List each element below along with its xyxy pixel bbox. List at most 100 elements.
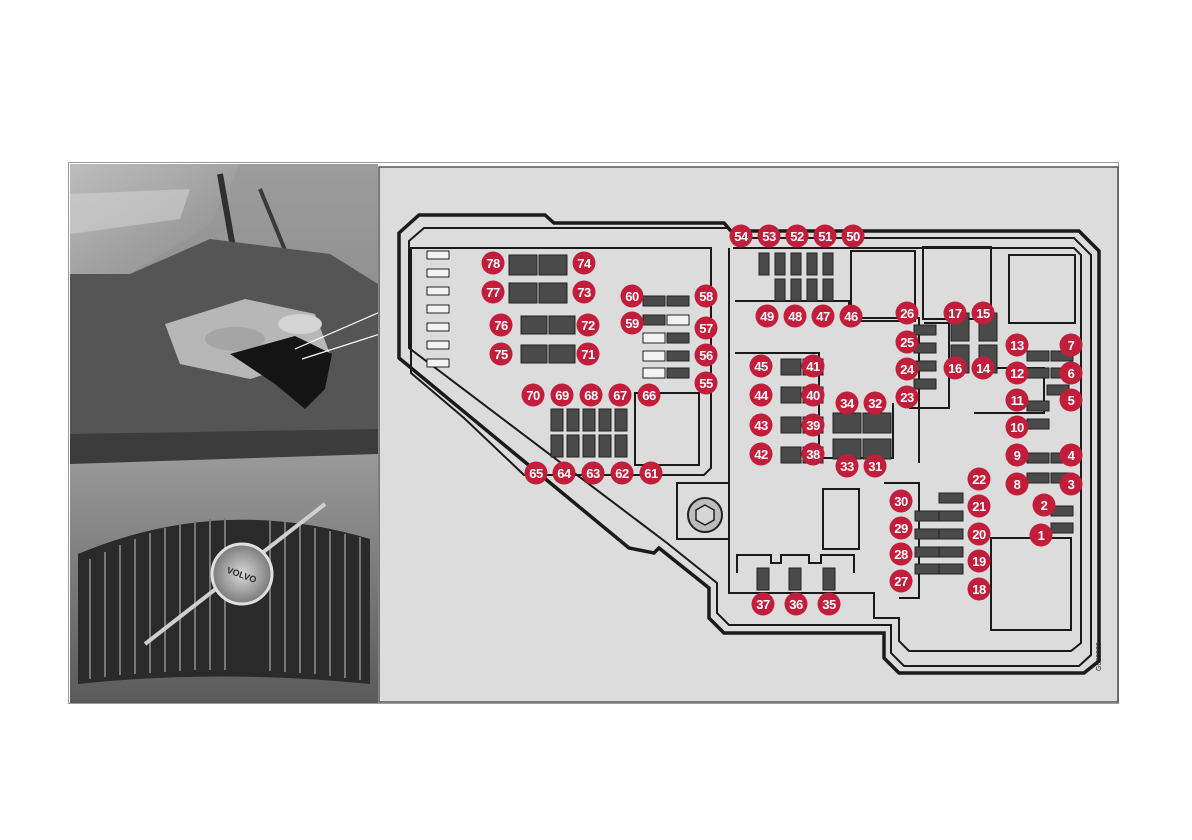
callout-label: 56 xyxy=(699,348,713,363)
callout-56: 56 xyxy=(695,344,718,367)
callout-label: 40 xyxy=(806,388,820,403)
callout-31: 31 xyxy=(864,455,887,478)
callout-72: 72 xyxy=(577,314,600,337)
callout-label: 13 xyxy=(1010,338,1024,353)
callout-label: 53 xyxy=(762,229,776,244)
callout-23: 23 xyxy=(896,386,919,409)
callout-label: 2 xyxy=(1041,498,1048,513)
callout-label: 7 xyxy=(1068,338,1075,353)
callout-label: 8 xyxy=(1014,477,1021,492)
callout-33: 33 xyxy=(836,455,859,478)
callout-63: 63 xyxy=(582,462,605,485)
callout-label: 23 xyxy=(900,390,914,405)
callout-47: 47 xyxy=(812,305,835,328)
callout-55: 55 xyxy=(695,372,718,395)
callout-11: 11 xyxy=(1006,389,1029,412)
callout-22: 22 xyxy=(968,468,991,491)
callout-label: 15 xyxy=(976,306,990,321)
callout-label: 68 xyxy=(584,388,598,403)
callout-59: 59 xyxy=(621,312,644,335)
callout-15: 15 xyxy=(972,302,995,325)
callout-label: 51 xyxy=(818,229,832,244)
callout-35: 35 xyxy=(818,593,841,616)
callout-label: 14 xyxy=(976,361,991,376)
callout-label: 5 xyxy=(1068,393,1075,408)
callout-20: 20 xyxy=(968,523,991,546)
callout-43: 43 xyxy=(750,414,773,437)
callout-label: 72 xyxy=(581,318,595,333)
callout-label: 33 xyxy=(840,459,854,474)
callout-label: 3 xyxy=(1068,477,1075,492)
callout-70: 70 xyxy=(522,384,545,407)
callout-label: 70 xyxy=(526,388,540,403)
callout-37: 37 xyxy=(752,593,775,616)
callout-46: 46 xyxy=(840,305,863,328)
callout-8: 8 xyxy=(1006,473,1029,496)
callout-51: 51 xyxy=(814,225,837,248)
callout-label: 32 xyxy=(868,396,882,411)
callout-label: 36 xyxy=(789,597,803,612)
callout-label: 64 xyxy=(557,466,572,481)
callout-14: 14 xyxy=(972,357,995,380)
callout-17: 17 xyxy=(944,302,967,325)
callout-label: 24 xyxy=(900,362,915,377)
callout-label: 49 xyxy=(760,309,774,324)
callout-26: 26 xyxy=(896,302,919,325)
callout-60: 60 xyxy=(621,285,644,308)
callout-25: 25 xyxy=(896,331,919,354)
callout-75: 75 xyxy=(490,343,513,366)
callout-16: 16 xyxy=(944,357,967,380)
callout-label: 65 xyxy=(529,466,543,481)
callout-label: 16 xyxy=(948,361,962,376)
callout-label: 71 xyxy=(581,347,595,362)
callout-77: 77 xyxy=(482,281,505,304)
callout-label: 11 xyxy=(1011,393,1024,408)
callout-68: 68 xyxy=(580,384,603,407)
callout-10: 10 xyxy=(1006,416,1029,439)
fuse-box-figure: VOLVO xyxy=(68,162,1119,704)
callout-label: 66 xyxy=(642,388,656,403)
callout-label: 38 xyxy=(806,447,820,462)
callout-label: 76 xyxy=(494,318,508,333)
callout-label: 59 xyxy=(625,316,639,331)
callout-label: 31 xyxy=(868,459,882,474)
callout-label: 50 xyxy=(846,229,860,244)
callout-label: 25 xyxy=(900,335,914,350)
callout-label: 35 xyxy=(822,597,836,612)
callout-label: 48 xyxy=(788,309,802,324)
callout-label: 61 xyxy=(644,466,658,481)
callout-76: 76 xyxy=(490,314,513,337)
callout-13: 13 xyxy=(1006,334,1029,357)
callout-50: 50 xyxy=(842,225,865,248)
callout-label: 52 xyxy=(790,229,804,244)
callout-label: 34 xyxy=(840,396,855,411)
callout-label: 18 xyxy=(972,582,986,597)
callout-label: 39 xyxy=(806,418,820,433)
callout-2: 2 xyxy=(1033,494,1056,517)
callout-label: 10 xyxy=(1010,420,1024,435)
callout-label: 27 xyxy=(894,574,908,589)
callout-9: 9 xyxy=(1006,444,1029,467)
fuse-box-diagram: 1234567891011121314151617181920212223242… xyxy=(69,163,1120,705)
callout-73: 73 xyxy=(573,281,596,304)
callout-53: 53 xyxy=(758,225,781,248)
callout-label: 73 xyxy=(577,285,591,300)
callout-label: 43 xyxy=(754,418,768,433)
callout-45: 45 xyxy=(750,355,773,378)
callout-27: 27 xyxy=(890,570,913,593)
callout-label: 44 xyxy=(754,388,769,403)
callout-12: 12 xyxy=(1006,362,1029,385)
callout-label: 29 xyxy=(894,521,908,536)
callout-44: 44 xyxy=(750,384,773,407)
callout-65: 65 xyxy=(525,462,548,485)
callout-label: 19 xyxy=(972,554,986,569)
callout-label: 60 xyxy=(625,289,639,304)
callout-label: 45 xyxy=(754,359,768,374)
callout-48: 48 xyxy=(784,305,807,328)
callout-label: 28 xyxy=(894,547,908,562)
callout-36: 36 xyxy=(785,593,808,616)
callout-66: 66 xyxy=(638,384,661,407)
callout-58: 58 xyxy=(695,285,718,308)
callout-1: 1 xyxy=(1030,524,1053,547)
callout-69: 69 xyxy=(551,384,574,407)
